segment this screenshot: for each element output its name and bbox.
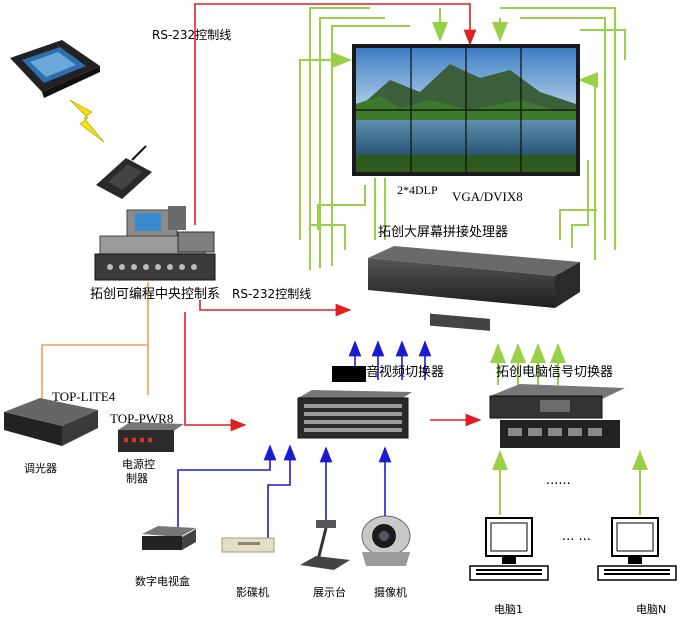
- processor-label: 拓创大屏幕拼接处理器: [378, 225, 509, 240]
- power-ctrl-label-2: 制器: [126, 472, 148, 485]
- rs232-top-label: RS-232控制线: [152, 28, 232, 42]
- dimmer-icon: [4, 398, 98, 446]
- visualizer-label: 展示台: [313, 586, 346, 599]
- wireless-receiver-icon: [96, 145, 152, 199]
- av-matrix-icon: [297, 390, 412, 439]
- pc-switch-icon: [489, 384, 625, 448]
- camera-icon: [361, 515, 411, 566]
- processor-icon: [368, 246, 580, 331]
- rs232-lines: [184, 3, 482, 432]
- av-switch-label: 音视频切换器: [366, 365, 445, 380]
- pc1-label: 电脑1: [494, 603, 523, 616]
- dots-label-2: ... ...: [562, 529, 591, 544]
- dimmer-label: 调光器: [24, 462, 57, 475]
- top-lite-label: TOP-LITE4: [52, 389, 116, 404]
- video-lines: [177, 340, 432, 540]
- dtv-label: 数字电视盒: [135, 575, 190, 588]
- wall-input-label: VGA/DVIX8: [452, 189, 523, 204]
- redaction-box: [332, 366, 366, 382]
- dots-label-1: ......: [546, 473, 571, 488]
- set-top-box-icon: [142, 526, 196, 550]
- dimmer-lines: [41, 282, 149, 400]
- pc-switch-label: 拓创电脑信号切换器: [496, 365, 614, 380]
- display-wall-icon: [352, 44, 580, 176]
- central-label: 拓创可编程中央控制系: [90, 287, 221, 302]
- power-controller-icon: [118, 422, 184, 452]
- vga-lines: [299, 7, 626, 270]
- pcn-label: 电脑N: [636, 603, 667, 616]
- central-controller-icon: [94, 206, 216, 281]
- pc-signal-arrows: [490, 343, 648, 515]
- wall-spec-label: 2*4DLP: [397, 183, 438, 197]
- wireless-signal-icon: [69, 99, 105, 143]
- pc-icon: [597, 517, 677, 581]
- power-ctrl-label-1: 电源控: [122, 458, 155, 471]
- dvd-label: 影碟机: [236, 586, 269, 599]
- dvd-player-icon: [221, 537, 275, 553]
- visualizer-icon: [300, 520, 350, 570]
- pc-icon: [469, 517, 549, 581]
- rs232-mid-label: RS-232控制线: [232, 287, 312, 301]
- camera-label: 摄像机: [374, 586, 407, 599]
- top-pwr-label: TOP-PWR8: [110, 411, 174, 426]
- touch-panel-icon: [10, 40, 100, 98]
